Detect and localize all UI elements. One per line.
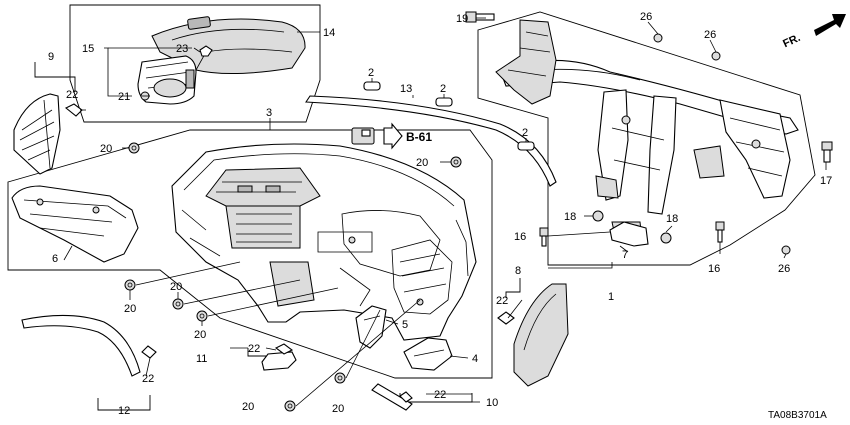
- callout-20b: 20: [416, 157, 428, 169]
- leader-lines: [63, 17, 827, 407]
- callout-4: 4: [472, 353, 478, 365]
- cover-part-4: [403, 337, 453, 371]
- bolt-part-16a: [539, 227, 549, 247]
- bracket-part-7: [609, 221, 649, 247]
- callout-7: 7: [622, 249, 628, 261]
- garnish-part-12: [21, 314, 141, 377]
- clip-part-2a: [363, 81, 381, 91]
- callout-16a: 16: [514, 231, 526, 243]
- direction-label: FR.: [781, 32, 802, 50]
- bolt-part-20c: [124, 279, 136, 291]
- bolt-part-17: [821, 141, 833, 163]
- clip-part-22a: [64, 103, 83, 117]
- callout-1: 1: [608, 291, 614, 303]
- callout-5: 5: [402, 319, 408, 331]
- garnish-part-10: [371, 383, 413, 411]
- steering-hanger-part-1: [495, 19, 799, 241]
- group-outline-lid-8: [505, 278, 521, 298]
- bolt-part-18a: [592, 210, 604, 222]
- callout-23: 23: [176, 43, 188, 55]
- clip-part-22d: [274, 343, 294, 355]
- bolt-part-26a: [653, 33, 663, 43]
- callout-26c: 26: [778, 263, 790, 275]
- bolt-part-20e: [196, 310, 208, 322]
- callout-16b: 16: [708, 263, 720, 275]
- diagram-code: TA08B3701A: [768, 410, 827, 421]
- callout-18b: 18: [666, 213, 678, 225]
- callout-numbers: 14 15 23 21 9 22 2 2 2 13 3 20 20 19 26 …: [48, 11, 832, 417]
- callout-8: 8: [515, 265, 521, 277]
- reference-b61: B-61: [351, 122, 432, 150]
- front-direction-indicator: FR.: [781, 14, 846, 50]
- bolt-part-20b: [450, 156, 462, 168]
- bolt-part-16b: [715, 221, 725, 243]
- bolt-part-19: [465, 11, 495, 23]
- callout-22d: 22: [248, 343, 260, 355]
- instrument-panel-part-3: [171, 143, 477, 341]
- group-outline-garnish-12: [97, 395, 151, 411]
- callout-3: 3: [266, 107, 272, 119]
- callout-10: 10: [486, 397, 498, 409]
- callout-2a: 2: [368, 67, 374, 79]
- clip-part-2c: [517, 141, 535, 151]
- callout-9: 9: [48, 51, 54, 63]
- callout-17: 17: [820, 175, 832, 187]
- callout-20f: 20: [332, 403, 344, 415]
- callout-20e: 20: [194, 329, 206, 341]
- callout-18a: 18: [564, 211, 576, 223]
- bolt-part-26b: [711, 51, 721, 61]
- callout-19: 19: [456, 13, 468, 25]
- group-outline-steering-hanger-1: [477, 11, 816, 266]
- callout-14: 14: [323, 27, 335, 39]
- callout-20d: 20: [170, 281, 182, 293]
- callout-20a: 20: [100, 143, 112, 155]
- bolt-part-20f: [334, 372, 346, 384]
- group-outline-airbag-14: [69, 4, 321, 123]
- side-bracket-part-9: [13, 93, 61, 175]
- callout-26a: 26: [640, 11, 652, 23]
- airbag-module-part-21: [137, 55, 197, 105]
- callout-2b: 2: [440, 83, 446, 95]
- knee-panel-part-6: [11, 185, 139, 263]
- bolt-part-20a: [128, 142, 140, 154]
- callout-22b: 22: [496, 295, 508, 307]
- direction-arrow-icon: [814, 14, 846, 36]
- callout-20c: 20: [124, 303, 136, 315]
- bolt-part-26c: [781, 245, 791, 255]
- cover-part-5: [355, 305, 387, 349]
- callout-2c: 2: [522, 127, 528, 139]
- callout-20g: 20: [242, 401, 254, 413]
- callout-15: 15: [82, 43, 94, 55]
- bolt-part-20g: [284, 400, 296, 412]
- callout-22e: 22: [434, 389, 446, 401]
- clip-part-22c: [141, 345, 157, 359]
- clip-part-22e: [399, 391, 413, 403]
- trim-part-11: [261, 351, 297, 371]
- callout-21: 21: [118, 91, 130, 103]
- clip-part-2b: [435, 97, 453, 107]
- callout-6: 6: [52, 253, 58, 265]
- callout-26b: 26: [704, 29, 716, 41]
- callout-22a: 22: [66, 89, 78, 101]
- callout-22c: 22: [142, 373, 154, 385]
- lid-part-8: [513, 283, 569, 387]
- windshield-trim-part-13: [305, 95, 557, 187]
- bolt-part-20d: [172, 298, 184, 310]
- callout-13: 13: [400, 83, 412, 95]
- group-outline-dashboard-3: [7, 129, 493, 379]
- callout-11: 11: [196, 353, 207, 365]
- reference-label: B-61: [406, 130, 432, 144]
- callout-12: 12: [118, 405, 130, 417]
- clip-part-23: [199, 45, 213, 57]
- group-outline-bracket-9: [34, 62, 76, 92]
- bolt-part-18b: [660, 232, 672, 244]
